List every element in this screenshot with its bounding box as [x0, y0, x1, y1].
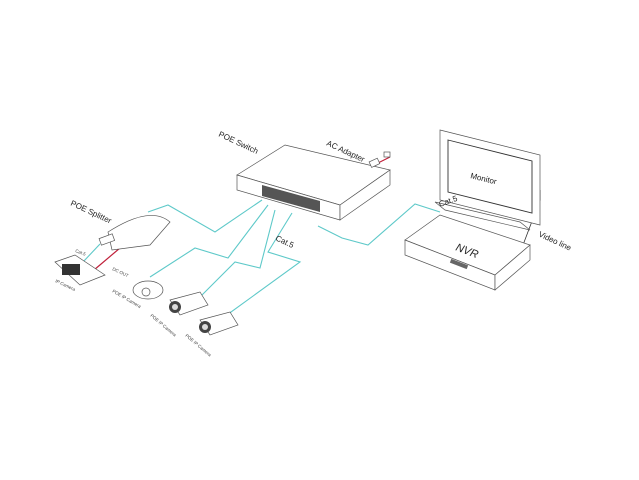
nvr [404, 214, 531, 291]
poe-bullet-camera-2 [199, 311, 239, 336]
poe-ip-camera-label-3: POE IP Camera [184, 333, 212, 358]
poe-ip-camera-label-2: POE IP Camera [149, 313, 177, 338]
poe-dome-camera [132, 280, 164, 300]
video-line-label: Video line [537, 230, 573, 253]
poe-splitter [98, 215, 171, 251]
monitor [434, 129, 541, 231]
cat5-switch-label: Cat.5 [274, 234, 296, 250]
cat5-splitter-label: Cat.5 [75, 248, 87, 257]
poe-splitter-label: POE Splitter [69, 199, 113, 226]
ip-camera-label: IP Camera [55, 278, 77, 292]
poe-switch-label: POE Switch [217, 130, 259, 156]
dc-power-cable [93, 247, 121, 271]
poe-bullet-camera-1 [169, 291, 209, 316]
power-plug [383, 151, 391, 158]
dc-out-label: DC OUT [112, 266, 130, 278]
ip-camera [54, 254, 106, 286]
poe-switch [236, 144, 391, 221]
switch-ports [262, 185, 320, 212]
cat5-cables [82, 199, 441, 321]
ac-adapter [368, 157, 381, 168]
